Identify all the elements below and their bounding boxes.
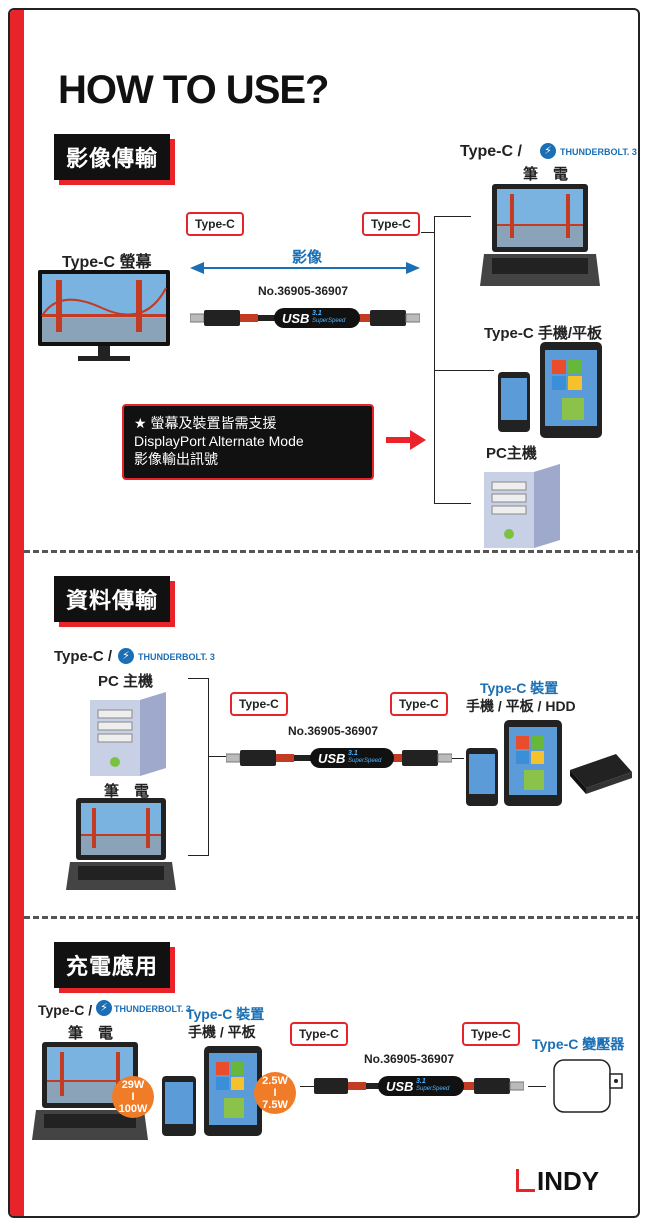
note-line-2: DisplayPort Alternate Mode [134, 433, 304, 449]
laptop-image [66, 798, 176, 890]
red-side-bar [10, 10, 24, 1216]
thunderbolt-icon: ⚡ [118, 648, 134, 664]
badge-value-bottom: 100W [118, 1103, 148, 1115]
laptop-label: 筆 電 [104, 783, 150, 800]
connection-bracket [434, 216, 471, 504]
pc-label: PC 主機 [98, 673, 154, 690]
connector-line [528, 1086, 546, 1087]
video-label: 影像 [292, 249, 323, 266]
part-number: No.36905-36907 [364, 1052, 455, 1066]
laptop-image [480, 184, 600, 286]
connector-line [208, 756, 226, 757]
page-title: HOW TO USE? [58, 68, 329, 112]
badge-separator: I [273, 1087, 277, 1099]
part-number: No.36905-36907 [258, 284, 349, 298]
usb-speed: SuperSpeed [416, 1086, 450, 1092]
phone-tablet-image [162, 1046, 262, 1136]
cable-image [225, 748, 453, 768]
usb-logo-text: USB [318, 751, 346, 766]
section-label-charge: 充電應用 [54, 942, 171, 988]
monitor-image [38, 270, 170, 361]
connector-line [300, 1086, 314, 1087]
section-divider-1 [24, 550, 638, 553]
laptop-label-typec: Type-C / [38, 1002, 93, 1018]
thunderbolt-icon: ⚡ [96, 1000, 112, 1016]
host-label-typec: Type-C / [54, 648, 113, 665]
pc-tower-image [90, 692, 166, 776]
monitor-label: Type-C 螢幕 [62, 254, 152, 271]
brand-logo-mark [516, 1169, 535, 1192]
section-divider-2 [24, 916, 638, 919]
thunderbolt-icon: ⚡ [540, 143, 556, 159]
usb-cable: USB 3.1 SuperSpeed [189, 304, 421, 332]
red-arrow-icon [386, 430, 426, 450]
device-types-label: 手機 / 平板 [188, 1024, 256, 1040]
device-label: Type-C 裝置 [186, 1006, 265, 1022]
page-frame: HOW TO USE? 影像傳輸 Type-C 螢幕 Type-C Type-C… [8, 8, 640, 1218]
section-label-data: 資料傳輸 [54, 576, 171, 622]
adapter-label: Type-C 變壓器 [532, 1036, 625, 1052]
usb-speed: SuperSpeed [312, 318, 346, 324]
cable-image [314, 1076, 525, 1096]
connector-line-mid [434, 370, 494, 371]
typec-box-right: Type-C [462, 1022, 520, 1046]
typec-box-right: Type-C [362, 212, 420, 236]
usb-logo-text: USB [386, 1079, 414, 1094]
usb-version: 3.1 [416, 1078, 426, 1085]
pc-tower-image [484, 464, 560, 548]
badge-value-bottom: 7.5W [262, 1099, 288, 1111]
note-line-1: ★ 螢幕及裝置皆需支援 [134, 415, 277, 431]
connector-line [452, 758, 464, 759]
usb-speed: SuperSpeed [348, 758, 382, 764]
usb-cable: USB 3.1 SuperSpeed [314, 1072, 525, 1100]
typec-box-left: Type-C [290, 1022, 348, 1046]
phone-tablet-label: Type-C 手機/平板 [484, 325, 603, 342]
typec-box-left: Type-C [186, 212, 244, 236]
power-badge-laptop: 29W I 100W [112, 1076, 154, 1118]
typec-box-right: Type-C [390, 692, 448, 716]
thunderbolt-label: THUNDERBOLT. 3 [138, 652, 215, 662]
laptop-label: 筆 電 [523, 166, 569, 183]
brand-name: INDY [537, 1166, 600, 1196]
usb-version: 3.1 [312, 310, 322, 317]
usb-version: 3.1 [348, 750, 358, 757]
typec-box-left: Type-C [230, 692, 288, 716]
connector-line [421, 232, 434, 233]
power-adapter-image [553, 1059, 623, 1113]
thunderbolt-label: THUNDERBOLT. 3 [560, 147, 637, 157]
device-types-label: 手機 / 平板 / HDD [466, 698, 576, 714]
devices-image [466, 720, 632, 806]
requirement-note: ★ 螢幕及裝置皆需支援 DisplayPort Alternate Mode 影… [122, 404, 374, 480]
thunderbolt-label: THUNDERBOLT. 3 [114, 1004, 191, 1014]
usb-logo-text: USB [282, 311, 310, 326]
pc-label: PC主機 [486, 445, 537, 462]
usb-cable: USB 3.1 SuperSpeed [225, 744, 453, 772]
badge-separator: I [131, 1091, 135, 1103]
badge-value-top: 2.5W [262, 1075, 288, 1087]
section-label-video: 影像傳輸 [54, 134, 171, 180]
cable-image [189, 308, 421, 328]
device-label: Type-C 裝置 [480, 680, 559, 696]
phone-tablet-image [498, 342, 602, 438]
part-number: No.36905-36907 [288, 724, 379, 738]
brand-logo: INDY [516, 1166, 599, 1197]
double-arrow [190, 262, 420, 274]
power-badge-device: 2.5W I 7.5W [254, 1072, 296, 1114]
laptop-label: 筆 電 [68, 1025, 114, 1042]
laptop-label-typec: Type-C / [460, 143, 522, 160]
note-line-3: 影像輸出訊號 [134, 451, 218, 467]
badge-value-top: 29W [121, 1079, 145, 1091]
connection-bracket [188, 678, 209, 856]
